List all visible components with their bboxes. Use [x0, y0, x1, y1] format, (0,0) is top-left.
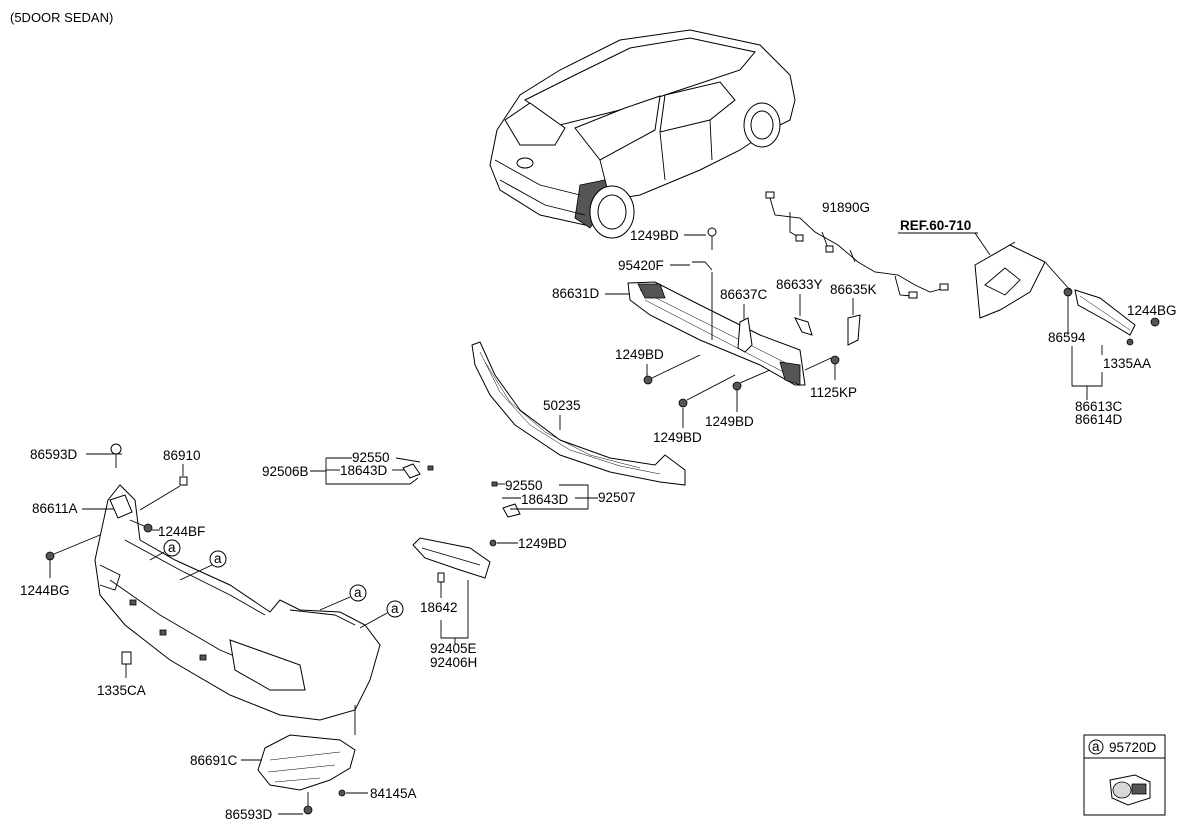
label-92550-mid: 92550 — [505, 478, 543, 493]
label-86635K: 86635K — [830, 282, 877, 297]
label-91890G: 91890G — [822, 200, 870, 215]
label-1249BD-refl: 1249BD — [518, 536, 567, 551]
wiring-harness-91890G — [765, 191, 949, 299]
label-95420F: 95420F — [618, 258, 664, 273]
label-86593D-top: 86593D — [30, 447, 78, 462]
bracket-86633Y — [794, 317, 813, 336]
variant-header: (5DOOR SEDAN) — [10, 10, 113, 25]
label-86691C: 86691C — [190, 753, 238, 768]
label-86593D-bot: 86593D — [225, 807, 273, 820]
clip-1335CA — [121, 651, 132, 665]
license-lamp-left — [402, 463, 434, 479]
parking-sensor-icon — [1109, 774, 1151, 806]
label-92406H: 92406H — [430, 655, 477, 670]
label-92506B: 92506B — [262, 464, 309, 479]
bracket-86637C — [737, 317, 753, 353]
under-cover-86691C — [257, 734, 356, 791]
label-18643D-mid: 18643D — [521, 492, 569, 507]
label-86611A: 86611A — [32, 501, 78, 516]
label-1335CA: 1335CA — [97, 683, 146, 698]
bumper-beam — [627, 281, 806, 386]
callout-a-3: a — [319, 584, 367, 611]
label-18643D-left: 18643D — [340, 463, 388, 478]
label-92550-left: 92550 — [352, 450, 390, 465]
callout-a-4: a — [359, 600, 404, 629]
label-1244BG-right: 1244BG — [1127, 303, 1177, 318]
label-18642: 18642 — [420, 600, 458, 615]
bracket-86635K — [847, 314, 861, 346]
label-1335AA: 1335AA — [1103, 356, 1151, 371]
label-86910: 86910 — [163, 448, 201, 463]
svg-text:a: a — [354, 585, 362, 600]
label-1249BD-top: 1249BD — [630, 228, 679, 243]
side-bracket-86613C — [1074, 289, 1136, 336]
label-86613C: 86613C — [1075, 399, 1123, 414]
label-84145A: 84145A — [370, 786, 417, 801]
label-1249BD-left: 1249BD — [615, 347, 664, 362]
label-86631D: 86631D — [552, 286, 600, 301]
label-86637C: 86637C — [720, 287, 768, 302]
label-1244BG-left: 1244BG — [20, 583, 70, 598]
svg-text:a: a — [168, 540, 176, 555]
label-50235: 50235 — [543, 398, 581, 413]
callout-a-2: a — [179, 550, 227, 581]
label-1244BF: 1244BF — [158, 524, 205, 539]
energy-absorber-50235 — [471, 341, 686, 486]
ref-label: REF.60-710 — [900, 218, 971, 233]
label-92405E: 92405E — [430, 641, 477, 656]
callout-a-1: a — [149, 539, 181, 561]
label-86614D: 86614D — [1075, 412, 1123, 427]
svg-text:a: a — [214, 551, 222, 566]
inset-part-number: 95720D — [1109, 740, 1157, 755]
label-1249BD-low: 1249BD — [653, 430, 702, 445]
inset-callout-letter: a — [1092, 739, 1100, 754]
ref-panel — [974, 244, 1046, 319]
rear-bumper-cover — [94, 484, 381, 721]
label-1249BD-mid: 1249BD — [705, 414, 754, 429]
car-illustration — [489, 29, 796, 239]
reflector — [412, 537, 491, 579]
clip-86910 — [179, 476, 188, 486]
label-86633Y: 86633Y — [776, 277, 823, 292]
license-lamp-mid — [491, 481, 521, 518]
inset-box: a 95720D — [1083, 734, 1166, 816]
label-1125KP: 1125KP — [810, 385, 857, 400]
label-86594: 86594 — [1048, 330, 1086, 345]
svg-text:a: a — [391, 601, 399, 616]
label-92507: 92507 — [598, 490, 636, 505]
clip-86593D-top — [110, 443, 122, 455]
